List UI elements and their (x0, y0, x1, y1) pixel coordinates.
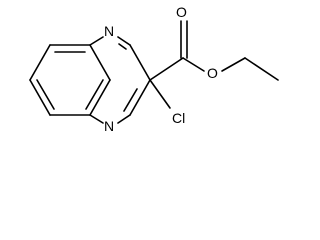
bond-benzene-double-3 (85, 79, 104, 110)
bond-pyrazine-6 (89, 114, 104, 124)
bond-pyrazine-double-1 (118, 43, 127, 50)
pyrazine-ring (89, 36, 151, 124)
bond-pyrazine-1 (89, 36, 104, 46)
bond-pyrazine-2 (117, 36, 131, 46)
bond-pyrazine-double-2 (123, 88, 138, 112)
bond-pyrazine-3 (129, 44, 151, 81)
bond-pyrazine-5 (117, 114, 131, 124)
bond-oxygen-to-ch2 (221, 57, 246, 72)
bond-benzene-6 (29, 44, 51, 81)
bond-pyrazine-4 (129, 79, 151, 116)
bond-benzene-double-2 (36, 79, 55, 110)
atom-oxygen-ester: O (207, 65, 218, 81)
bond-ring-to-chlorine (149, 79, 171, 109)
bond-benzene-2 (89, 44, 111, 81)
atom-chlorine: Cl (172, 110, 185, 126)
chemical-structure: N N O O Cl (29, 4, 279, 134)
bond-carbonyl-to-oxygen (182, 57, 205, 72)
bond-ring-to-carbonyl (149, 57, 184, 81)
ester-group (149, 20, 279, 81)
atom-oxygen-carbonyl: O (176, 4, 187, 20)
atom-nitrogen-bottom: N (104, 118, 114, 134)
bond-benzene-3 (89, 79, 111, 116)
chloro-group (149, 79, 171, 109)
atom-nitrogen-top: N (104, 23, 114, 39)
benzene-ring (29, 44, 111, 116)
bond-ch2-to-ch3 (244, 57, 279, 81)
bond-benzene-5 (29, 79, 51, 116)
